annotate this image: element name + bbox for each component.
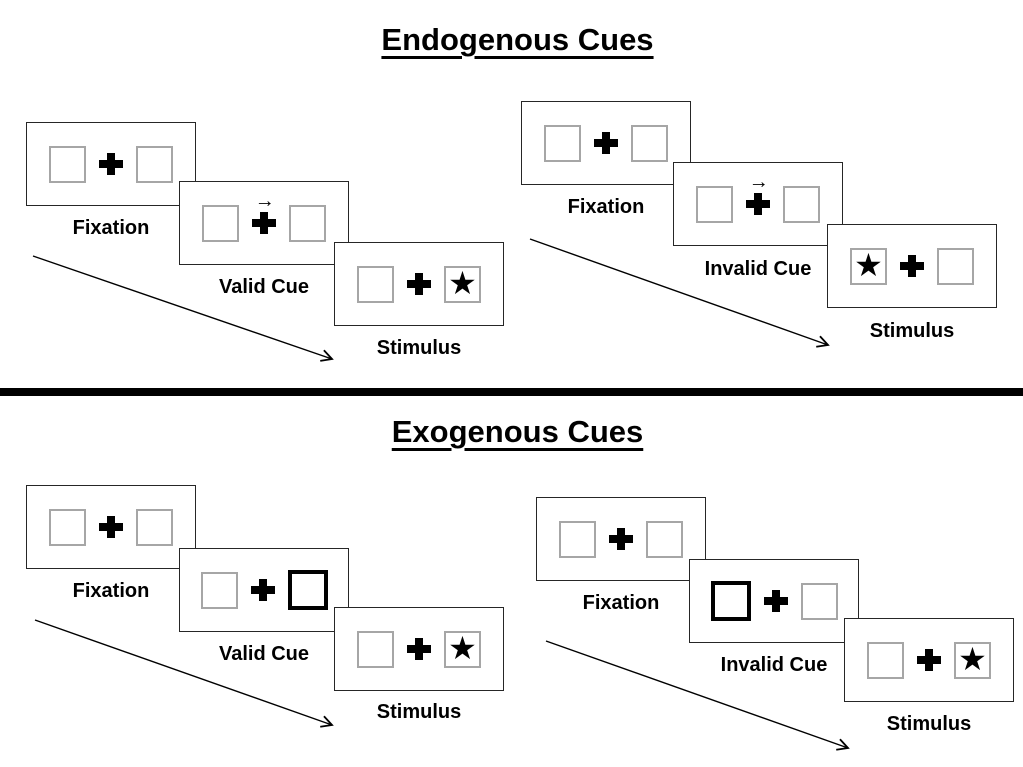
fixation-cross-icon bbox=[250, 579, 275, 601]
fixation-screen bbox=[26, 485, 196, 569]
stimulus-label: Stimulus bbox=[886, 713, 972, 735]
right-box bbox=[800, 582, 838, 620]
fixation-cross-icon bbox=[609, 528, 633, 550]
left-box bbox=[49, 508, 86, 546]
right-box-with-star: ★ bbox=[954, 641, 991, 679]
section-divider bbox=[0, 388, 1023, 396]
left-box-with-star: ★ bbox=[850, 247, 887, 285]
right-box bbox=[136, 508, 173, 546]
stimulus-label: Stimulus bbox=[376, 701, 462, 723]
fixation-label: Fixation bbox=[567, 196, 645, 218]
left-box bbox=[357, 265, 394, 303]
fixation-cross-icon bbox=[763, 590, 788, 612]
right-box bbox=[631, 124, 668, 162]
fixation-cross-icon bbox=[900, 255, 924, 277]
right-box bbox=[136, 145, 173, 183]
invalid-cue-label: Invalid Cue bbox=[704, 258, 812, 280]
left-box bbox=[49, 145, 86, 183]
fixation-cross-icon bbox=[99, 153, 123, 175]
left-box bbox=[200, 571, 238, 609]
left-box bbox=[696, 185, 733, 223]
timeline-arrow bbox=[545, 640, 850, 751]
cue-arrow-icon: → bbox=[748, 171, 769, 193]
star-stimulus-icon: ★ bbox=[448, 265, 477, 301]
fixation-cross-icon bbox=[407, 638, 431, 660]
right-box bbox=[289, 204, 326, 242]
right-box-highlighted-cue bbox=[287, 570, 328, 610]
star-stimulus-icon: ★ bbox=[854, 247, 883, 283]
left-box bbox=[357, 630, 394, 668]
timeline-arrow bbox=[32, 255, 334, 362]
fixation-label: Fixation bbox=[72, 580, 150, 602]
valid-cue-screen: → bbox=[179, 181, 349, 265]
timeline-arrow bbox=[34, 619, 334, 728]
fixation-screen bbox=[26, 122, 196, 206]
fixation-cross-icon bbox=[594, 132, 618, 154]
right-box bbox=[646, 520, 683, 558]
fixation-screen bbox=[536, 497, 706, 581]
right-box bbox=[783, 185, 820, 223]
star-stimulus-icon: ★ bbox=[958, 641, 987, 677]
stimulus-label: Stimulus bbox=[869, 320, 955, 342]
fixation-cross-icon bbox=[99, 516, 123, 538]
invalid-cue-label: Invalid Cue bbox=[720, 654, 828, 676]
left-box bbox=[867, 641, 904, 679]
stimulus-screen: ★ bbox=[844, 618, 1014, 702]
invalid-cue-screen: → bbox=[673, 162, 843, 246]
stimulus-label: Stimulus bbox=[376, 337, 462, 359]
fixation-cross-icon bbox=[917, 649, 941, 671]
stimulus-screen: ★ bbox=[827, 224, 997, 308]
valid-cue-screen bbox=[179, 548, 349, 632]
fixation-label: Fixation bbox=[582, 592, 660, 614]
fixation-label: Fixation bbox=[72, 217, 150, 239]
timeline-arrow bbox=[529, 238, 830, 348]
right-box-with-star: ★ bbox=[444, 265, 481, 303]
endogenous-section-title: Endogenous Cues bbox=[381, 22, 654, 57]
fixation-cross-icon bbox=[407, 273, 431, 295]
left-box bbox=[202, 204, 239, 242]
valid-cue-label: Valid Cue bbox=[218, 643, 310, 665]
left-box-highlighted-cue bbox=[710, 581, 751, 621]
fixation-screen bbox=[521, 101, 691, 185]
left-box bbox=[544, 124, 581, 162]
right-box-with-star: ★ bbox=[444, 630, 481, 668]
exogenous-section-title: Exogenous Cues bbox=[391, 414, 644, 449]
stimulus-screen: ★ bbox=[334, 242, 504, 326]
fixation-cross-icon bbox=[252, 212, 276, 234]
right-box bbox=[937, 247, 974, 285]
cue-arrow-icon: → bbox=[254, 190, 275, 212]
valid-cue-label: Valid Cue bbox=[218, 276, 310, 298]
stimulus-screen: ★ bbox=[334, 607, 504, 691]
fixation-cross-icon bbox=[746, 193, 770, 215]
star-stimulus-icon: ★ bbox=[448, 630, 477, 666]
left-box bbox=[559, 520, 596, 558]
invalid-cue-screen bbox=[689, 559, 859, 643]
